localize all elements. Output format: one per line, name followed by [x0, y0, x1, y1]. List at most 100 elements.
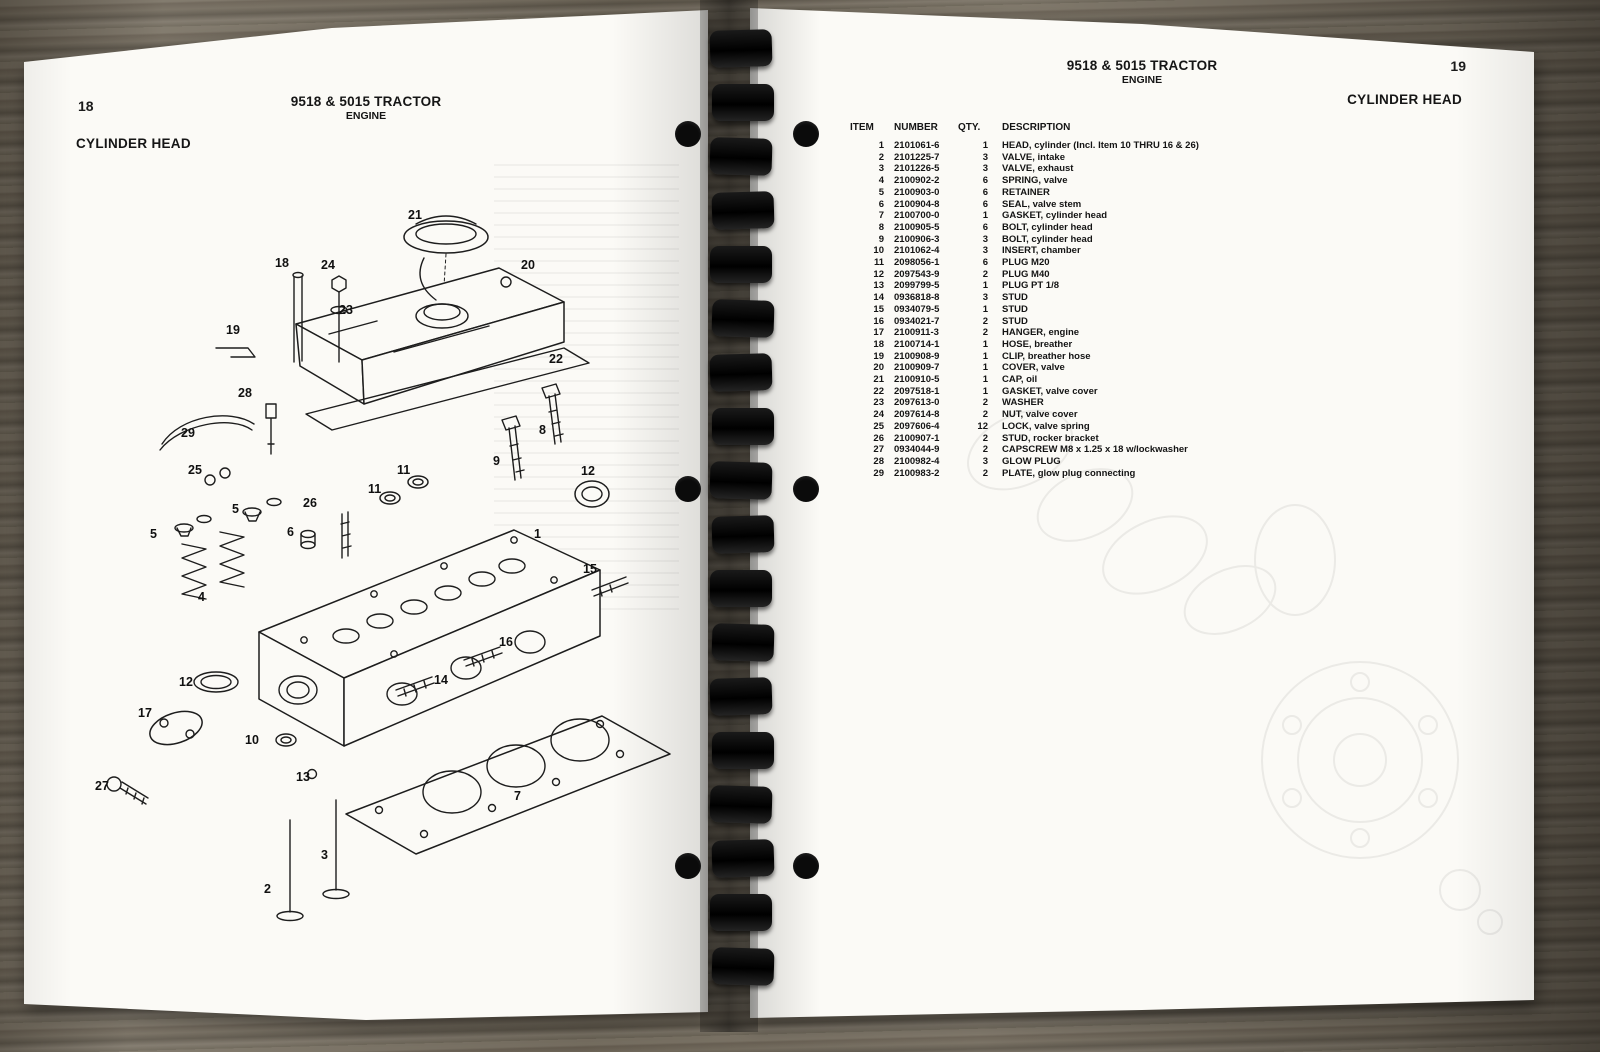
diagram-callout: 1 — [534, 527, 541, 541]
binding-tooth — [710, 570, 772, 607]
diagram-callout: 5 — [232, 502, 239, 516]
qty-cell: 12 — [977, 420, 988, 432]
desc-cell: HANGER, engine — [1002, 327, 1080, 339]
left-header-title: 9518 & 5015 TRACTOR — [290, 94, 442, 109]
binding-hole — [793, 853, 819, 879]
number-cell: 0934021-7 — [894, 315, 940, 327]
binding-hole — [675, 121, 701, 147]
parts-table-head: ITEM NUMBER QTY. DESCRIPTION — [850, 122, 1199, 140]
qty-cell: 1 — [982, 374, 988, 386]
item-cell: 10 — [873, 245, 884, 257]
qty-cell: 1 — [982, 338, 988, 350]
diagram-callout: 12 — [179, 675, 193, 689]
number-cell: 2100904-8 — [894, 198, 940, 210]
cup-plugs-drawing — [379, 475, 429, 505]
qty-cell: 2 — [982, 444, 988, 456]
number-cell: 2100714-1 — [894, 338, 940, 350]
diagram-callout: 15 — [583, 562, 597, 576]
binding-tooth — [711, 191, 775, 230]
number-cell: 2100982-4 — [894, 455, 940, 467]
desc-cell: LOCK, valve spring — [1002, 420, 1090, 432]
number-cell: 2100700-0 — [894, 210, 940, 222]
qty-cell: 3 — [982, 455, 988, 467]
item-cell: 2 — [878, 151, 884, 163]
desc-cell: STUD — [1002, 303, 1028, 315]
item-cell: 7 — [878, 210, 884, 222]
desc-cell: HOSE, breather — [1002, 338, 1073, 350]
head-bolts-drawing — [501, 383, 564, 481]
diagram-callout: 14 — [434, 673, 448, 687]
number-cell: 2100903-0 — [894, 186, 940, 198]
breather-clip-drawing — [215, 347, 256, 358]
right-page: 9518 & 5015 TRACTOR ENGINE 19 CYLINDER H… — [750, 8, 1534, 1018]
item-cell: 17 — [873, 327, 884, 339]
capscrew-drawing — [106, 776, 149, 805]
number-cell: 2097543-9 — [894, 268, 940, 280]
studs-drawing — [395, 576, 629, 697]
right-page-number: 19 — [1450, 58, 1466, 74]
qty-cell: 6 — [982, 257, 988, 269]
qty-cell: 1 — [982, 303, 988, 315]
qty-cell: 2 — [982, 432, 988, 444]
qty-cell: 6 — [982, 221, 988, 233]
number-cell: 2100905-5 — [894, 221, 940, 233]
header-description: DESCRIPTION — [1002, 122, 1071, 133]
number-cell: 2097518-1 — [894, 385, 940, 397]
desc-cell: STUD — [1002, 315, 1028, 327]
qty-cell: 2 — [982, 397, 988, 409]
diagram-callout: 9 — [493, 454, 500, 468]
desc-cell: VALVE, intake — [1002, 151, 1065, 163]
number-cell: 2100983-2 — [894, 467, 940, 479]
item-cell: 19 — [873, 350, 884, 362]
desc-cell: SPRING, valve — [1002, 175, 1068, 187]
diagram-callout: 21 — [408, 208, 422, 222]
item-cell: 6 — [878, 198, 884, 210]
desc-cell: CAP, oil — [1002, 374, 1038, 386]
left-page-wrap: 18 9518 & 5015 TRACTOR ENGINE CYLINDER H… — [24, 0, 708, 1032]
binding-hole — [793, 476, 819, 502]
diagram-callout: 28 — [238, 386, 252, 400]
diagram-callout: 25 — [188, 463, 202, 477]
desc-cell: WASHER — [1002, 397, 1044, 409]
binding-tooth — [711, 623, 775, 662]
binding-hole — [675, 853, 701, 879]
binding-tooth — [710, 246, 772, 283]
binding-tooth — [709, 137, 773, 176]
desc-cell: HEAD, cylinder (Incl. Item 10 THRU 16 & … — [1002, 140, 1199, 151]
diagram-callout: 12 — [581, 464, 595, 478]
desc-cell: RETAINER — [1002, 186, 1050, 198]
header-item: ITEM — [850, 122, 874, 133]
breather-hose-drawing — [292, 271, 304, 363]
diagram-callout: 22 — [549, 352, 563, 366]
desc-cell: GASKET, cylinder head — [1002, 210, 1108, 222]
binding-tooth — [711, 299, 775, 338]
qty-cell: 3 — [982, 233, 988, 245]
glow-plug-plate-drawing — [159, 415, 255, 451]
head-gasket-drawing — [345, 715, 671, 855]
desc-cell: BOLT, cylinder head — [1002, 233, 1093, 245]
binding-hole — [793, 121, 819, 147]
binding-tooth — [712, 84, 774, 121]
left-page: 18 9518 & 5015 TRACTOR ENGINE CYLINDER H… — [24, 10, 708, 1020]
parts-diagram: 2118242320221928292555626111198121154161… — [95, 208, 671, 922]
item-cell: 28 — [873, 455, 884, 467]
qty-cell: 2 — [982, 467, 988, 479]
item-cell: 22 — [873, 385, 884, 397]
valve-seal-drawing — [300, 529, 316, 550]
diagram-callout: 10 — [245, 733, 259, 747]
diagram-callout: 4 — [198, 590, 205, 604]
desc-cell: PLUG PT 1/8 — [1002, 280, 1060, 292]
item-cell: 15 — [873, 303, 884, 315]
item-cell: 11 — [873, 257, 884, 269]
left-header-subtitle: ENGINE — [345, 110, 387, 122]
